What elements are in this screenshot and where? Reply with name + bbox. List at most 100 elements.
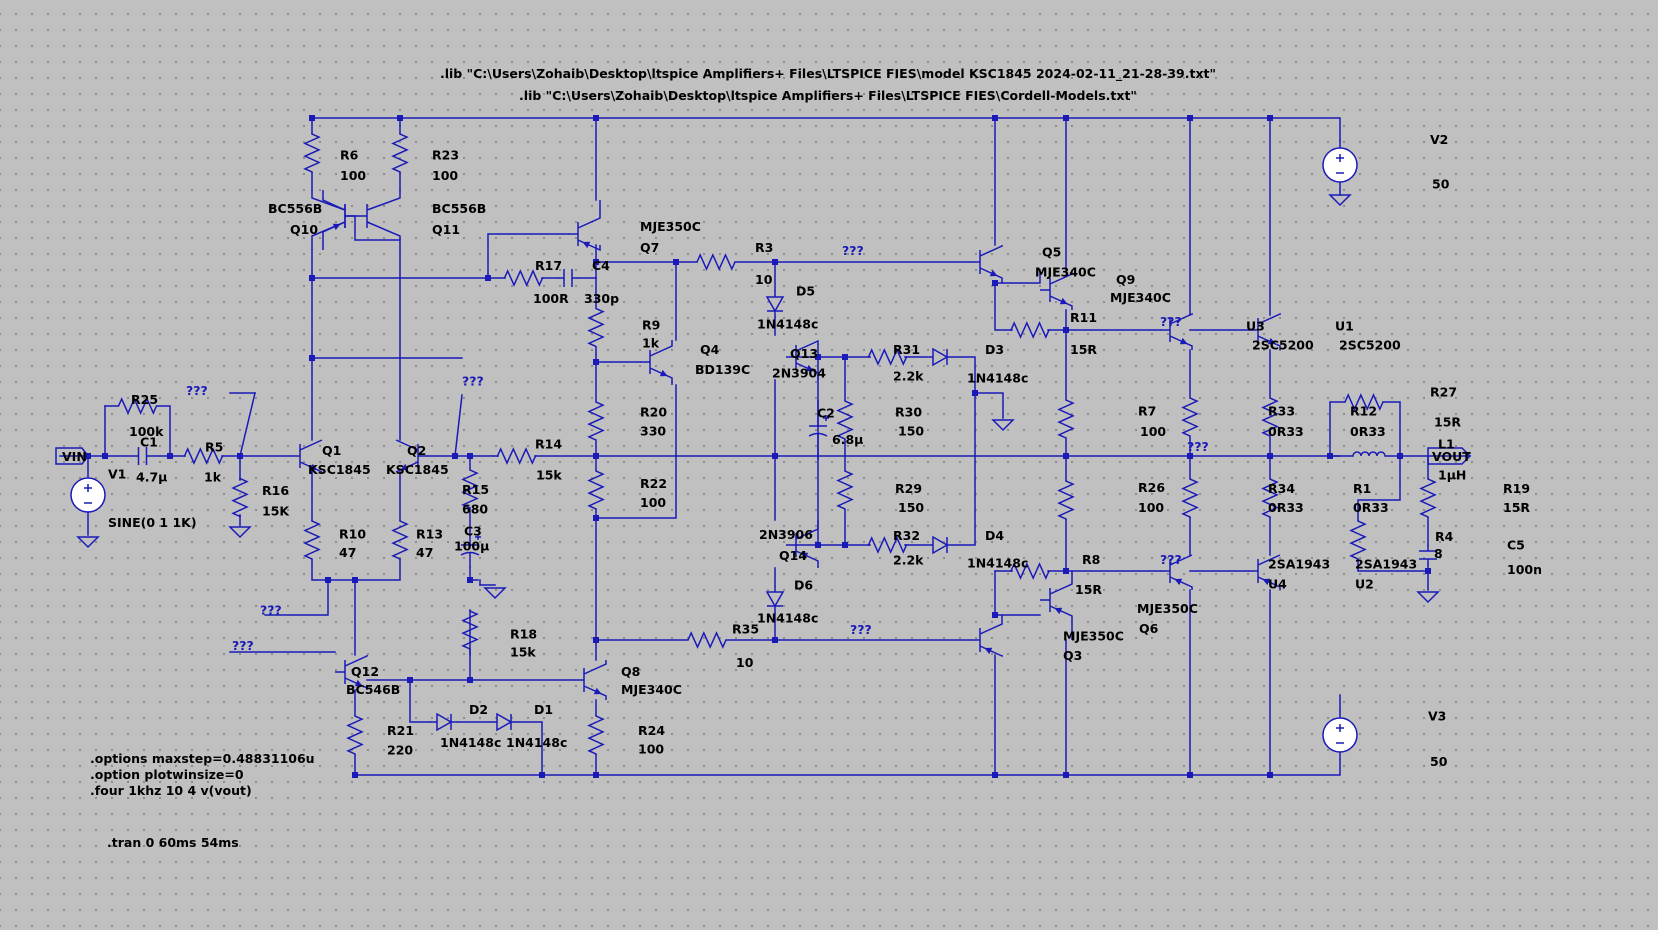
resistor-R29[interactable] bbox=[836, 470, 854, 510]
label-R4-name: R4 bbox=[1435, 529, 1454, 544]
transistor-Q2[interactable] bbox=[395, 439, 428, 473]
resistor-R30[interactable] bbox=[836, 400, 854, 440]
capacitor-C1[interactable] bbox=[125, 447, 160, 465]
transistor-Q2-collector bbox=[395, 439, 419, 451]
resistor-R10[interactable] bbox=[303, 520, 321, 560]
label-R31-name: R31 bbox=[893, 342, 920, 357]
resistor-R21-zigzag bbox=[346, 715, 364, 755]
inductor-L1[interactable] bbox=[1348, 451, 1390, 457]
label-R1-value: 0R33 bbox=[1353, 500, 1389, 515]
resistor-R1[interactable] bbox=[1261, 478, 1279, 518]
label-R26-name: R26 bbox=[1138, 480, 1165, 495]
transistor-Q9[interactable] bbox=[1040, 270, 1073, 310]
resistor-R27[interactable] bbox=[1344, 393, 1384, 411]
label-U4-model: 2SA1943 bbox=[1268, 556, 1330, 571]
capacitor-C4[interactable] bbox=[558, 269, 578, 287]
capacitor-C2[interactable] bbox=[808, 400, 829, 460]
label-Q10-model: BC556B bbox=[268, 201, 322, 216]
resistor-R20[interactable] bbox=[587, 401, 605, 441]
resistor-R3[interactable] bbox=[696, 253, 736, 271]
label-D5-name: D5 bbox=[796, 283, 815, 298]
resistor-R34[interactable] bbox=[1181, 478, 1199, 518]
label-R20-name: R20 bbox=[640, 404, 667, 419]
transistor-Q11-body[interactable] bbox=[355, 190, 401, 250]
transistor-Q12[interactable] bbox=[335, 655, 368, 690]
resistor-R26[interactable] bbox=[1057, 480, 1075, 520]
junction-dot bbox=[1063, 453, 1069, 459]
transistor-Q7[interactable] bbox=[568, 200, 601, 252]
transistor-Q4[interactable] bbox=[640, 340, 673, 385]
resistor-R19[interactable] bbox=[1419, 478, 1437, 518]
undefined-net-label-8: ??? bbox=[260, 602, 282, 617]
label-U3-model: 2SC5200 bbox=[1252, 337, 1314, 352]
capacitor-C5[interactable] bbox=[1419, 545, 1437, 565]
label-R13-name: R13 bbox=[416, 526, 443, 541]
label-R35-name: R35 bbox=[732, 622, 759, 637]
resistor-R15[interactable] bbox=[461, 469, 479, 509]
ground-symbol bbox=[1416, 591, 1440, 604]
diode-D2[interactable] bbox=[430, 712, 458, 732]
label-R32-name: R32 bbox=[893, 528, 920, 543]
capacitor-C3[interactable] bbox=[460, 530, 481, 568]
resistor-R7[interactable] bbox=[1057, 399, 1075, 439]
transistor-Q8[interactable] bbox=[574, 660, 607, 700]
resistor-R13[interactable] bbox=[391, 520, 409, 560]
diode-D6[interactable] bbox=[765, 585, 785, 613]
resistor-R8[interactable] bbox=[1009, 562, 1051, 580]
resistor-R14[interactable] bbox=[496, 447, 537, 465]
port-vout[interactable] bbox=[1427, 447, 1472, 465]
diode-D4[interactable] bbox=[925, 535, 955, 555]
transistor-Q10-body[interactable] bbox=[311, 190, 355, 250]
transistor-Q4-arrow-icon bbox=[659, 369, 668, 377]
label-Q8-name: Q8 bbox=[621, 664, 640, 679]
resistor-R4[interactable] bbox=[1349, 520, 1367, 560]
resistor-R35[interactable] bbox=[687, 631, 727, 649]
label-U1-model: 2SC5200 bbox=[1339, 337, 1401, 352]
vout-port-label: VOUT bbox=[1432, 449, 1471, 464]
voltage-source-V1[interactable] bbox=[70, 477, 106, 513]
resistor-R18[interactable] bbox=[461, 610, 479, 650]
resistor-R31[interactable] bbox=[867, 348, 908, 366]
transistor-U2[interactable] bbox=[1248, 554, 1281, 590]
resistor-R11[interactable] bbox=[1009, 321, 1051, 339]
capacitor-C5-plate bbox=[1419, 545, 1437, 565]
transistor-Q5[interactable] bbox=[970, 245, 1003, 283]
resistor-R16-zigzag bbox=[231, 477, 249, 518]
voltage-source-V2[interactable] bbox=[1322, 140, 1358, 190]
resistor-R23[interactable] bbox=[391, 133, 409, 173]
resistor-R9[interactable] bbox=[587, 300, 605, 355]
label-R13-value: 47 bbox=[416, 545, 433, 560]
resistor-R24[interactable] bbox=[587, 715, 605, 755]
resistor-R5[interactable] bbox=[183, 447, 224, 465]
transistor-U3[interactable] bbox=[1160, 312, 1193, 350]
port-vin[interactable] bbox=[55, 447, 89, 465]
resistor-R16[interactable] bbox=[231, 477, 249, 518]
transistor-Q10[interactable] bbox=[322, 190, 355, 250]
diode-D1[interactable] bbox=[490, 712, 518, 732]
resistor-R12[interactable] bbox=[1261, 397, 1279, 437]
resistor-R32[interactable] bbox=[867, 536, 908, 554]
resistor-R33[interactable] bbox=[1181, 397, 1199, 437]
label-Q14-name: Q14 bbox=[779, 548, 807, 563]
resistor-R25[interactable] bbox=[117, 397, 158, 415]
positive-rail bbox=[311, 117, 1341, 141]
resistor-R17[interactable] bbox=[503, 269, 544, 287]
voltage-source-V3[interactable] bbox=[1322, 710, 1358, 760]
transistor-U4[interactable] bbox=[1160, 554, 1193, 590]
resistor-R22[interactable] bbox=[587, 470, 605, 510]
resistor-R21[interactable] bbox=[346, 715, 364, 755]
resistor-R10-zigzag bbox=[303, 520, 321, 560]
junction-dot bbox=[485, 275, 491, 281]
transistor-Q1[interactable] bbox=[290, 439, 323, 473]
transistor-U1[interactable] bbox=[1248, 312, 1281, 350]
label-R8-name: R8 bbox=[1082, 552, 1100, 567]
vin-flag-icon bbox=[55, 447, 89, 465]
resistor-R6[interactable] bbox=[303, 133, 321, 173]
label-D6-name: D6 bbox=[794, 577, 813, 592]
transistor-Q3[interactable] bbox=[970, 615, 1003, 658]
diode-D5[interactable] bbox=[765, 290, 785, 318]
diode-D3[interactable] bbox=[925, 347, 955, 367]
transistor-Q6[interactable] bbox=[1040, 571, 1073, 640]
junction-dot bbox=[1267, 115, 1273, 121]
